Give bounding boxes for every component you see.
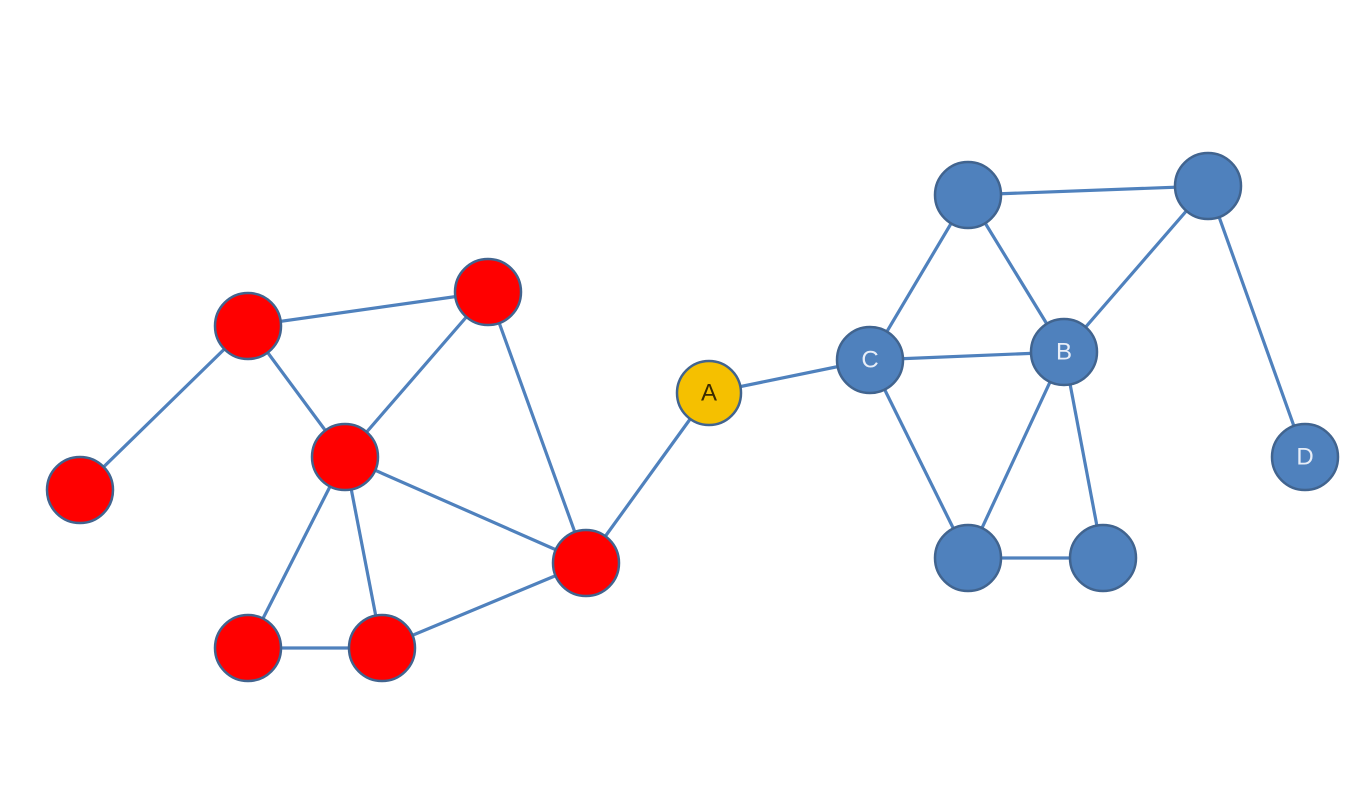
node-r7 [347,613,417,683]
node-circle [213,291,283,361]
node-circle [933,523,1003,593]
node-B: B [1029,317,1099,387]
node-b3 [933,523,1003,593]
node-C: C [835,325,905,395]
node-label: D [1296,444,1313,471]
edge-r3-r5 [486,291,588,564]
edge-r3-r4 [343,290,490,459]
edge-C-b3 [868,359,970,559]
nodes-layer: A C B D [45,151,1340,683]
node-r1 [45,455,115,525]
node-label: B [1056,339,1072,366]
node-circle [453,257,523,327]
edge-b2-D [1206,185,1307,458]
edge-b2-B [1062,184,1210,354]
node-circle [933,160,1003,230]
node-circle [347,613,417,683]
node-b4 [1068,523,1138,593]
edge-r1-r2 [78,324,250,492]
node-label: C [861,347,878,374]
node-circle [675,359,743,427]
edge-r2-r3 [247,290,489,328]
edge-r4-r6 [246,456,347,649]
node-circle [310,422,380,492]
edge-r4-r5 [344,455,587,565]
node-A: A [675,359,743,427]
node-circle [1029,317,1099,387]
node-r2 [213,291,283,361]
node-circle [1270,422,1340,492]
node-D: D [1270,422,1340,492]
node-r4 [310,422,380,492]
node-circle [1173,151,1243,221]
node-circle [45,455,115,525]
node-r5 [551,528,621,598]
node-circle [213,613,283,683]
node-b2 [1173,151,1243,221]
edge-r7-r5 [381,561,587,650]
node-r3 [453,257,523,327]
edge-B-b4 [1062,351,1105,559]
node-circle [835,325,905,395]
edge-B-b3 [966,351,1066,559]
edge-b1-b2 [967,184,1209,197]
node-circle [1068,523,1138,593]
node-label: A [701,380,717,407]
edge-r5-A [584,392,711,564]
node-r6 [213,613,283,683]
node-b1 [933,160,1003,230]
node-circle [551,528,621,598]
